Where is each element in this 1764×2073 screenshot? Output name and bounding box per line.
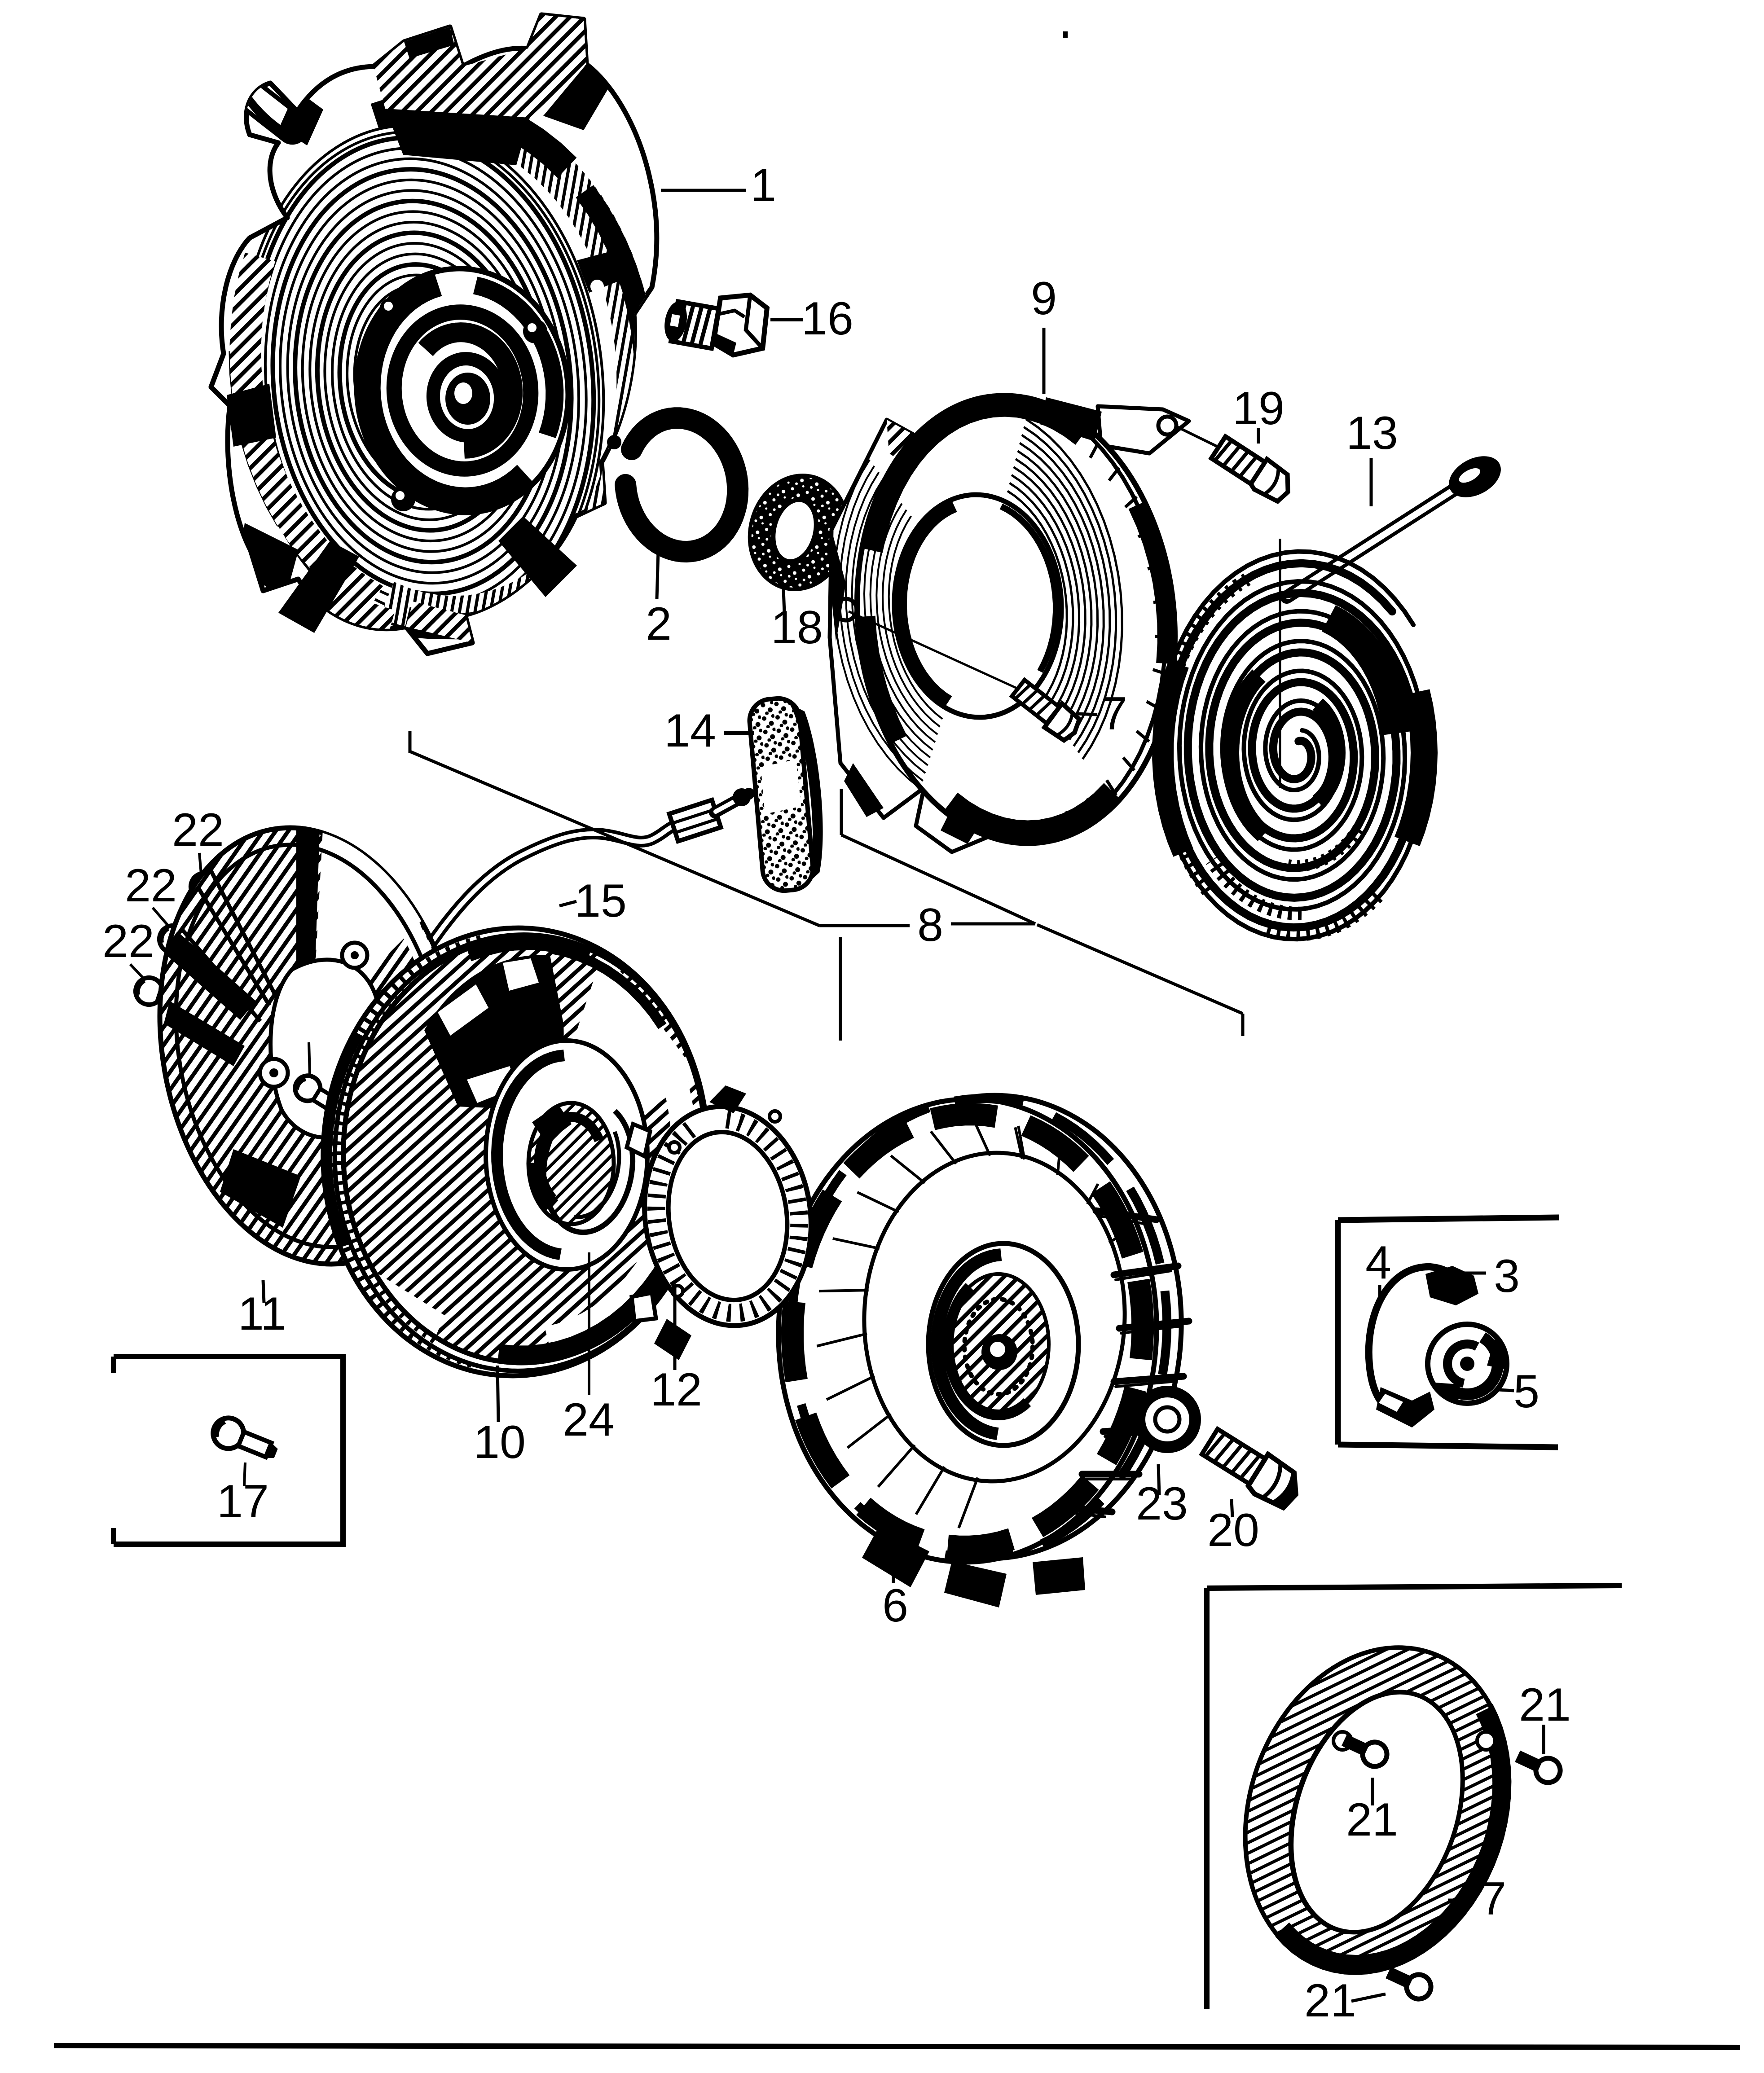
svg-text:18: 18 — [771, 602, 823, 654]
svg-text:21: 21 — [1304, 1975, 1356, 2027]
svg-text:16: 16 — [801, 293, 853, 345]
svg-text:19: 19 — [1232, 382, 1285, 435]
svg-text:4: 4 — [1365, 1237, 1391, 1289]
svg-text:22: 22 — [102, 915, 154, 967]
svg-text:12: 12 — [650, 1364, 702, 1416]
svg-text:6: 6 — [882, 1580, 908, 1632]
svg-text:9: 9 — [1031, 272, 1057, 325]
svg-text:1: 1 — [750, 159, 776, 211]
svg-text:23: 23 — [1136, 1478, 1188, 1530]
svg-text:15: 15 — [575, 875, 627, 927]
svg-text:8: 8 — [917, 899, 943, 951]
svg-text:24: 24 — [563, 1394, 615, 1446]
svg-text:2: 2 — [646, 598, 672, 650]
svg-text:7: 7 — [1101, 688, 1127, 740]
svg-text:5: 5 — [1513, 1366, 1540, 1418]
svg-text:10: 10 — [474, 1416, 526, 1468]
svg-text:3: 3 — [1494, 1250, 1520, 1302]
svg-text:17: 17 — [217, 1476, 269, 1528]
svg-text:11: 11 — [238, 1288, 286, 1340]
svg-text:14: 14 — [664, 705, 716, 757]
svg-text:20: 20 — [1207, 1504, 1259, 1556]
svg-text:7: 7 — [1480, 1873, 1506, 1925]
svg-text:21: 21 — [1346, 1794, 1398, 1846]
svg-text:21: 21 — [1519, 1679, 1571, 1731]
svg-text:22: 22 — [172, 804, 224, 856]
svg-text:22: 22 — [125, 860, 177, 912]
svg-text:13: 13 — [1346, 407, 1398, 459]
